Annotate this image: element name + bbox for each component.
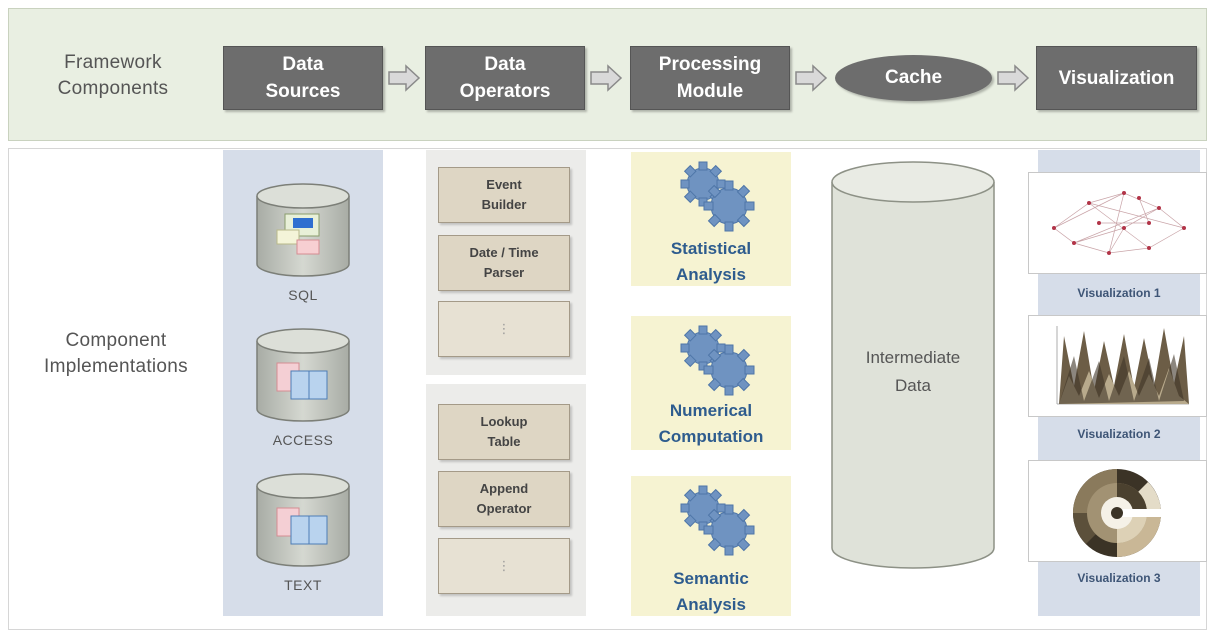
component-label-line2: Operators bbox=[459, 81, 551, 102]
module-label-line2: Analysis bbox=[676, 595, 746, 614]
text-database: TEXT bbox=[253, 470, 353, 600]
database-icon bbox=[256, 328, 350, 422]
visualization-label: Visualization 3 bbox=[1077, 571, 1161, 585]
implementation-band bbox=[8, 148, 1207, 630]
cylinder-icon bbox=[831, 161, 995, 569]
more-operators-placeholder: ⋮ bbox=[438, 301, 570, 357]
gears-icon bbox=[680, 325, 755, 396]
visualization-label: Visualization 1 bbox=[1077, 286, 1161, 300]
component-label-line1: Visualization bbox=[1058, 67, 1175, 89]
more-operators-placeholder: ⋮ bbox=[438, 538, 570, 594]
framework-components-label: Framework Components bbox=[28, 50, 198, 102]
visualization-label: Visualization 2 bbox=[1077, 427, 1161, 441]
gears-icon bbox=[680, 485, 755, 556]
network-graph-icon bbox=[1052, 191, 1186, 255]
sql-database: SQL bbox=[253, 180, 353, 310]
implementations-label-line1: Component bbox=[65, 330, 167, 351]
module-label-line1: Semantic bbox=[673, 569, 749, 588]
component-label-line2: Module bbox=[676, 81, 744, 102]
cache-component: Cache bbox=[835, 55, 992, 101]
component-label-line1: Data bbox=[282, 54, 324, 75]
operator-label-line2: Parser bbox=[483, 265, 525, 280]
cache-label-line1: Intermediate bbox=[865, 348, 961, 367]
flow-arrow-icon bbox=[997, 64, 1030, 92]
data-source-label: ACCESS bbox=[272, 432, 334, 448]
flow-arrow-icon bbox=[388, 64, 421, 92]
component-label-line1: Cache bbox=[884, 67, 943, 88]
module-label-line2: Analysis bbox=[676, 265, 746, 284]
component-label-line1: Data bbox=[484, 54, 526, 75]
framework-label-line2: Components bbox=[57, 78, 169, 99]
ellipsis-label: ⋮ bbox=[497, 558, 511, 573]
framework-label-line1: Framework bbox=[64, 52, 162, 73]
module-label-line1: Statistical bbox=[670, 239, 752, 258]
module-label: Numerical Computation bbox=[631, 398, 791, 450]
operator-label-line2: Table bbox=[487, 434, 521, 449]
sunburst-chart-icon bbox=[1073, 469, 1177, 557]
operator-label-line1: Date / Time bbox=[469, 245, 539, 260]
module-label: Statistical Analysis bbox=[631, 236, 791, 288]
implementations-label-line2: Implementations bbox=[44, 356, 188, 377]
cache-label: Intermediate Data bbox=[830, 344, 996, 400]
operator-label-line2: Operator bbox=[476, 501, 532, 516]
statistical-analysis-module: Statistical Analysis bbox=[631, 152, 791, 286]
operator-label-line1: Event bbox=[486, 177, 522, 192]
cache-label-line2: Data bbox=[895, 376, 931, 395]
ellipsis-label: ⋮ bbox=[497, 321, 511, 336]
sunburst-visualization bbox=[1028, 460, 1207, 562]
operator-label-line2: Builder bbox=[481, 197, 527, 212]
component-label-line2: Sources bbox=[265, 81, 341, 102]
module-label: Semantic Analysis bbox=[631, 566, 791, 618]
flow-arrow-icon bbox=[590, 64, 623, 92]
network-graph-visualization bbox=[1028, 172, 1207, 274]
database-icon bbox=[256, 473, 350, 567]
operator-label-line1: Lookup bbox=[480, 414, 528, 429]
access-database: ACCESS bbox=[253, 325, 353, 455]
area-chart-icon bbox=[1056, 326, 1189, 405]
data-source-label: TEXT bbox=[284, 577, 322, 593]
module-label-line1: Numerical bbox=[669, 401, 753, 420]
data-source-label: SQL bbox=[288, 287, 318, 303]
semantic-analysis-module: Semantic Analysis bbox=[631, 476, 791, 616]
flow-arrow-icon bbox=[795, 64, 828, 92]
numerical-computation-module: Numerical Computation bbox=[631, 316, 791, 450]
intermediate-data-cache: Intermediate Data bbox=[830, 160, 996, 572]
gears-icon bbox=[680, 161, 755, 232]
module-label-line2: Computation bbox=[658, 427, 764, 446]
stacked-area-visualization bbox=[1028, 315, 1207, 417]
database-icon bbox=[256, 183, 350, 277]
component-implementations-label: Component Implementations bbox=[16, 328, 216, 380]
visualization-component: Visualization bbox=[1036, 46, 1197, 110]
operator-label-line1: Append bbox=[479, 481, 529, 496]
component-label-line1: Processing bbox=[658, 54, 762, 75]
